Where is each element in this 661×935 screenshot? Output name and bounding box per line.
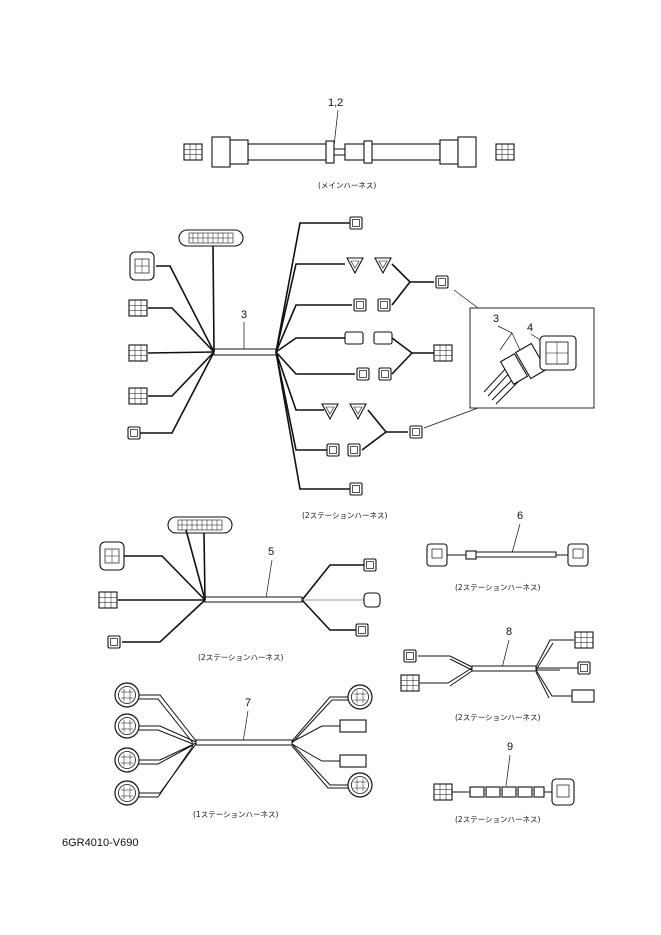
caption-harness-8: (2ステーションハーネス) — [455, 713, 541, 722]
caption-harness-3: (2ステーションハーネス) — [302, 511, 388, 520]
callout-harness-9: 9 — [507, 741, 513, 753]
harness-8: 8 (2ステーションハーネス) — [400, 626, 595, 722]
callout-harness-6: 6 — [517, 510, 523, 522]
caption-harness-5: (2ステーションハーネス) — [198, 653, 284, 662]
caption-harness-7: (1ステーションハーネス) — [193, 810, 279, 819]
callout-main-harness: 1,2 — [328, 97, 343, 109]
diagram-part-number: 6GR4010-V690 — [62, 837, 138, 849]
caption-harness-9: (2ステーションハーネス) — [455, 815, 541, 824]
callout-detail-connector: 4 — [527, 322, 533, 334]
callout-harness-3: 3 — [241, 309, 247, 321]
callout-harness-7: 7 — [245, 697, 251, 709]
main-harness: 1,2 (メインハーネス) — [183, 97, 515, 190]
caption-main-harness: (メインハーネス) — [318, 181, 376, 190]
callout-harness-5: 5 — [268, 546, 274, 558]
callout-detail-wire: 3 — [493, 313, 499, 325]
callout-harness-8: 8 — [506, 626, 512, 638]
harness-6: 6 (2ステーションハーネス) — [426, 510, 589, 592]
caption-harness-6: (2ステーションハーネス) — [455, 583, 541, 592]
station2-harness-a: 3 — [127, 216, 595, 520]
harness-9: 9 (2ステーションハーネス) — [433, 741, 575, 824]
harness-5: 5 (2ステーションハーネス) — [98, 516, 381, 662]
harness-7: 7 (1ステーションハーネス) — [114, 682, 373, 819]
